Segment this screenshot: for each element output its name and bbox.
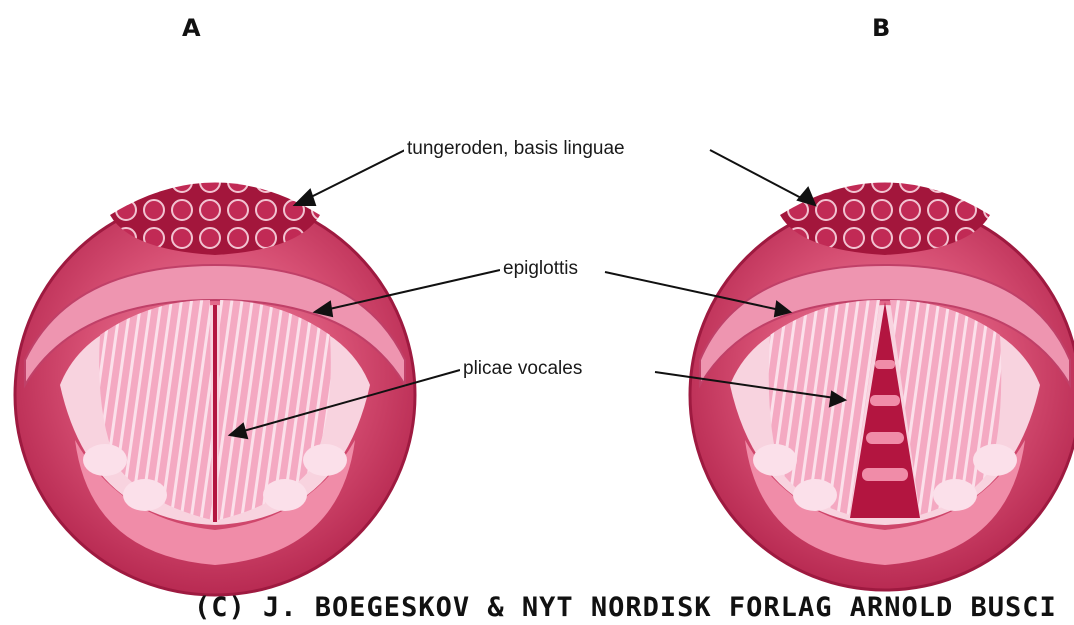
label-epiglottis: epiglottis (500, 258, 581, 280)
trachea-ring-b4 (862, 468, 908, 481)
leader-tongue-a (305, 150, 405, 200)
trachea-ring-b3 (866, 432, 904, 444)
trachea-ring-b2 (870, 395, 900, 406)
cartilage-b2 (793, 479, 837, 511)
cartilage-a3 (263, 479, 307, 511)
cartilage-a4 (303, 444, 347, 476)
cartilage-b4 (973, 444, 1017, 476)
trachea-ring-b1 (875, 360, 895, 369)
cartilage-a2 (123, 479, 167, 511)
cartilage-b3 (933, 479, 977, 511)
arrowhead-tongue-a (295, 190, 315, 205)
cartilage-b1 (753, 444, 797, 476)
larynx-closed-a (15, 183, 415, 596)
label-vocal-folds: plicae vocales (460, 358, 585, 380)
copyright-notice: (C) J. BOEGESKOV & NYT NORDISK FORLAG AR… (194, 592, 1057, 623)
leader-tongue-b (710, 150, 805, 200)
panel-label-b: B (872, 14, 890, 42)
label-tongue-root: tungeroden, basis linguae (404, 138, 628, 160)
cartilage-a1 (83, 444, 127, 476)
panel-label-a: A (182, 14, 201, 42)
arrowhead-tongue-b (798, 188, 815, 205)
